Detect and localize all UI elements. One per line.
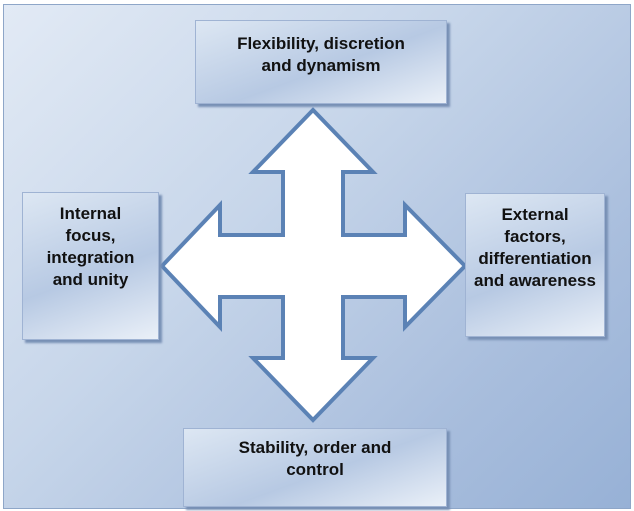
box-left-label: Internal focus, integration and unity [46,204,135,289]
box-right-label: External factors, differentiation and aw… [474,205,596,290]
box-top-label: Flexibility, discretion and dynamism [237,34,405,75]
box-right: External factors, differentiation and aw… [465,193,605,337]
box-left: Internal focus, integration and unity [22,192,159,340]
box-top: Flexibility, discretion and dynamism [195,20,447,104]
four-way-arrow-shape [159,107,468,423]
box-bottom: Stability, order and control [183,428,447,507]
box-bottom-label: Stability, order and control [238,438,392,479]
